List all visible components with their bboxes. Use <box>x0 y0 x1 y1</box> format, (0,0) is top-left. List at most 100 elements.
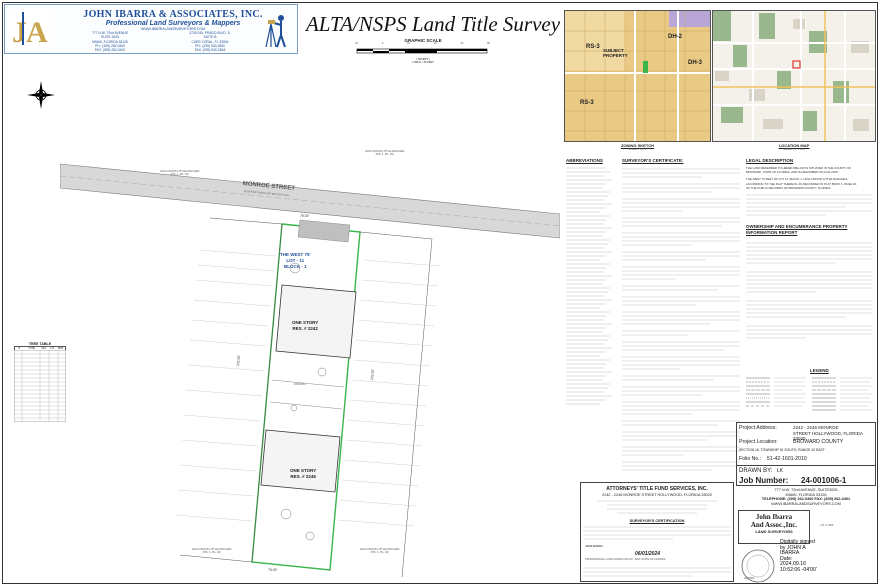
seal-icon <box>741 549 775 583</box>
office2-line: CAPE CORAL, FL 33904 <box>191 39 229 44</box>
building-2-label: ONE STORY RES. # 2246 <box>290 468 316 479</box>
drawn-by-label: DRAWN BY: <box>739 468 773 474</box>
legend-items <box>746 377 872 411</box>
scale-tick: 40 <box>460 42 464 45</box>
adjacent-line: (P.B. 1, PG. 26) <box>370 551 389 555</box>
tree-table-grid <box>13 349 67 423</box>
digital-signature: Digitally signed by JOHN A IBARRA Date: … <box>780 539 817 574</box>
tree-col-header: TYPE <box>28 347 36 350</box>
drawn-by: LK <box>777 468 784 474</box>
adjacent-line: HOLLYWOOD LITTLE RANCHES <box>365 150 405 153</box>
signature-line: Date: <box>780 555 793 562</box>
location-scale: SCALE = 1" = 300' <box>783 148 805 151</box>
scale-tick: 0 <box>381 42 384 45</box>
dimension-bottom: 75.00' <box>268 568 278 572</box>
project-divider <box>737 465 875 466</box>
project-location-label: Project Location: <box>739 439 778 445</box>
office1-line: SUITE 3025 <box>101 35 119 40</box>
firm-name: JOHN IBARRA & ASSOCIATES, INC. <box>83 9 263 20</box>
stamp-line-3: LAND SURVEYORS <box>755 529 793 534</box>
tree-col-header: # <box>18 347 20 350</box>
adjacent-label-bottom-right: HOLLYWOOD LITTLE RANCHES (P.B. 1, PG. 26… <box>360 548 399 555</box>
office2-line: FAX: (239) 540-2664 <box>194 48 226 53</box>
legal-heading: LEGAL DESCRIPTION <box>746 158 794 163</box>
adjacent-label-bottom-left: HOLLYWOOD LITTLE RANCHES (P.B. 1, PG. 26… <box>192 548 231 555</box>
lot-label-line: THE WEST 75' <box>280 252 311 257</box>
lot-label-line: BLOCK - 1 <box>284 264 307 269</box>
abbreviations-heading: ABBREVIATIONS <box>566 158 603 163</box>
subject-label-line: PROPERTY <box>603 53 628 58</box>
attorneys-footnote <box>583 567 731 577</box>
firm-website: WWW.IBARRALANDSURVEYORS.COM <box>140 27 206 31</box>
legal-line: BROWARD, STATE OF FLORIDA, AND IS DESCRI… <box>746 170 839 175</box>
stamp-line-2: And Assoc.,Inc. <box>750 521 798 529</box>
project-section: SECTION 16, TOWNSHIP 51 SOUTH, RANGE 42 … <box>739 448 825 452</box>
legal-line: OF THE PUBLIC RECORDS OF BROWARD COUNTY,… <box>746 185 832 190</box>
office-contact: 777 N.W. 72nd AVENUE, SUITE3025 MIAMI, F… <box>736 488 876 506</box>
scale-unit: ( IN FEET ) 1 INCH = 20 FEET <box>395 58 451 65</box>
scale-unit-line: ( IN FEET ) <box>416 58 430 61</box>
certificate-notes <box>622 168 740 471</box>
job-number: 24-001006-1 <box>801 476 847 485</box>
ownership-text <box>746 242 872 339</box>
lot-label-line: LOT - 11 <box>286 258 305 263</box>
attorneys-address: 2242 - 2246 MONROE STREET HOLLYWOOD, FLO… <box>602 493 712 497</box>
zoning-title: ZONING SKETCH <box>620 143 655 148</box>
signature-line: 2024.09.16 <box>780 561 806 568</box>
zoning-label-rs3-bottom: RS-3 <box>580 100 594 106</box>
subject-label-line: SUBJECT <box>603 48 625 53</box>
zoning-label-rs3-top: RS-3 <box>586 44 600 50</box>
building-label-line: RES. # 2242 <box>292 325 318 331</box>
page-title: ALTA/NSPS Land Title Survey <box>305 12 561 36</box>
signature-line: Digitally signed <box>780 539 815 545</box>
graphic-scale-bar <box>356 48 488 54</box>
zoning-subject-label: SUBJECT PROPERTY <box>603 48 628 58</box>
job-number-label: Job Number: <box>739 476 789 485</box>
project-info-box: Project Address: 2242 - 2246 MONROE STRE… <box>736 422 876 486</box>
legal-text: THE LAND REFERRED TO HEREIN BELOW IS SIT… <box>746 166 874 190</box>
office1-line: FAX: (305) 262-0401 <box>94 48 126 53</box>
office-contact-line: WWW.IBARRALANDSURVEYORS.COM <box>771 501 841 506</box>
tree-table-title: TREE TABLE <box>28 342 52 346</box>
firm-header: J A JOHN IBARRA & ASSOCIATES, INC. Profe… <box>4 4 298 54</box>
surveyor-figure-icon <box>265 15 286 48</box>
ownership-heading: OWNERSHIP AND ENCUMBRANCE PROPERTY INFOR… <box>746 224 848 235</box>
attorneys-cert-text <box>583 526 731 540</box>
graphic-scale-label: GRAPHIC SCALE <box>404 38 442 43</box>
signature-line: 10:52:06 -04'00' <box>780 566 817 573</box>
office1-line: MIAMI, FLORIDA 33126 <box>92 39 128 44</box>
adjacent-label-top-left: HOLLYWOOD LITTLE RANCHES (P.B. 1, PG. 26… <box>160 170 199 177</box>
firm-logo-icon: J A <box>9 9 49 49</box>
tree-col-header: HT. <box>50 347 55 350</box>
project-address-line: 2242 - 2246 MONROE <box>793 425 839 430</box>
attorneys-license: PROFESSIONAL LAND SURVEYOR NO.: 5204 STA… <box>585 558 666 561</box>
scale-tick: 80 <box>487 42 490 45</box>
abbreviations-list <box>566 167 612 405</box>
attorneys-title-box: ATTORNEYS' TITLE FUND SERVICES, INC. 224… <box>580 482 734 582</box>
scale-tick: 10 <box>406 42 410 45</box>
north-arrow-icon <box>27 81 55 109</box>
folio-number: 51-42-1601-2010 <box>767 456 807 462</box>
location-map <box>712 10 876 142</box>
signature-line: IBARRA <box>780 550 800 557</box>
zoning-scale: SCALE = N.T.S. <box>628 148 647 151</box>
tree-col-header: SPR. <box>57 347 64 350</box>
stamp-lb: L.B. # 7806 <box>820 524 834 527</box>
office-contact-line: 777 N.W. 72nd AVENUE, SUITE3025 <box>774 488 838 492</box>
project-location: BROWARD COUNTY <box>793 439 844 445</box>
building-label-line: RES. # 2246 <box>290 473 316 479</box>
scale-unit-line: 1 INCH = 20 FEET <box>412 61 434 65</box>
attorneys-signer: JOHN IBARRA <box>585 545 604 548</box>
office2-line: PH.: (239) 540-2660 <box>195 43 225 48</box>
office-contact-line: TELEPHONE: (305) 262-0400 FAX: (305) 262… <box>761 497 851 502</box>
legal-line: THE WEST 75 FEET OF LOT 11, BLOCK 1, HOL… <box>746 177 849 182</box>
building-label-line: ONE STORY <box>290 468 317 473</box>
firm-tagline: Professional Land Surveyors & Mappers <box>105 20 241 27</box>
firm-office-1: 777 N.W. 72nd AVENUE SUITE 3025 MIAMI, F… <box>75 31 145 52</box>
adjacent-label-top-right: HOLLYWOOD LITTLE RANCHES (P.B. 1, PG. 26… <box>365 150 404 157</box>
building-label-line: ONE STORY <box>292 320 319 325</box>
legal-line: THE LAND REFERRED TO HEREIN BELOW IS SIT… <box>746 166 852 170</box>
svg-text:J: J <box>12 16 27 49</box>
adjacent-line: (P.B. 1, PG. 26) <box>375 153 394 157</box>
